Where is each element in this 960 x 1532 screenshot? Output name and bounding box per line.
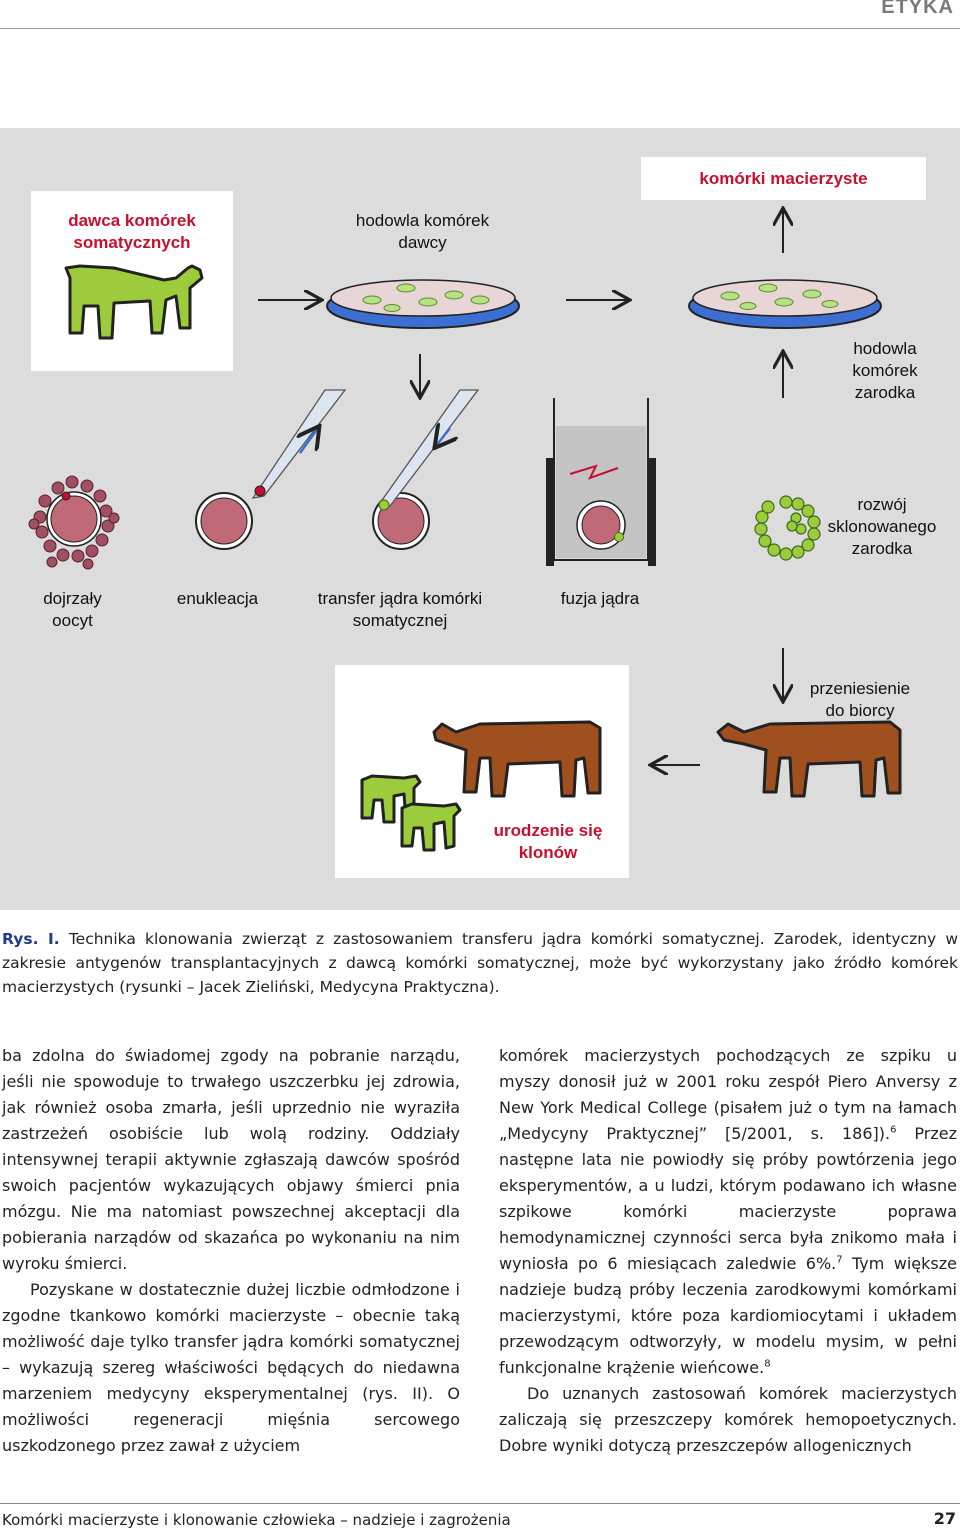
clone-calf-icon	[360, 774, 462, 852]
clones-birth-label: urodzenie się klonów	[493, 821, 603, 862]
embryo-development-label: rozwój sklonowanego zarodka	[827, 495, 937, 558]
cloning-diagram	[28, 128, 902, 852]
petri-dish-icon	[688, 279, 882, 329]
section-tag: ETYKA	[881, 0, 954, 18]
paragraph-text: komórek macierzystych pochodzących ze sz…	[499, 1046, 957, 1143]
footnote-ref[interactable]: 7	[836, 1254, 843, 1266]
paragraph: Do uznanych zastosowań komórek macierzys…	[499, 1384, 957, 1455]
petri-dish-icon	[326, 279, 520, 329]
text-column-right: komórek macierzystych pochodzących ze sz…	[499, 1043, 957, 1459]
enucleation-icon	[195, 389, 347, 550]
culture-donor-label: hodowla komórek dawcy	[355, 211, 490, 252]
donor-cow-icon	[64, 264, 204, 340]
recipient-cow-icon	[716, 720, 902, 798]
figure-caption: Rys. I. Technika klonowania zwierząt z z…	[2, 927, 958, 999]
clones-box	[335, 665, 629, 878]
surrogate-cow-icon	[432, 720, 602, 798]
fusion-chamber-icon	[546, 398, 656, 566]
embryo-icon	[754, 495, 821, 561]
footnote-ref[interactable]: 6	[890, 1124, 897, 1136]
donor-label: dawca komórek somatycznych	[68, 211, 196, 252]
paragraph: Pozyskane w dostatecznie dużej liczbie o…	[2, 1280, 460, 1455]
caption-label: Rys. I.	[2, 930, 60, 948]
paragraph: komórek macierzystych pochodzących ze sz…	[499, 1043, 957, 1381]
recipient-label: przeniesienie do biorcy	[809, 679, 911, 720]
footer-title: Komórki macierzyste i klonowanie człowie…	[2, 1511, 511, 1529]
nuclear-transfer-icon	[372, 389, 480, 550]
figure-panel: dawca komórek somatycznych hodowla komór…	[0, 128, 960, 910]
fusion-label: fuzja jądra	[560, 589, 640, 608]
stem-cells-box	[641, 157, 926, 200]
oocyte-label: dojrzały oocyt	[43, 589, 102, 630]
footer-rule	[0, 1503, 960, 1504]
paragraph-text: Tym większe nadzieje budzą próby leczeni…	[499, 1254, 957, 1377]
paragraph-text: Przez następne lata nie powiodły się pró…	[499, 1124, 957, 1273]
embryo-culture-label: hodowla komórek zarodka	[852, 339, 918, 402]
caption-text: Technika klonowania zwierząt z zastosowa…	[2, 930, 958, 996]
page-number: 27	[933, 1509, 956, 1528]
oocyte-icon	[28, 475, 120, 570]
transfer-label: transfer jądra komórki somatycznej	[317, 589, 483, 630]
text-column-left: ba zdolna do świadomej zgody na pobranie…	[2, 1043, 460, 1459]
enucleation-label: enukleacja	[176, 589, 259, 608]
paragraph: ba zdolna do świadomej zgody na pobranie…	[2, 1046, 460, 1273]
stem-cells-label: komórki macierzyste	[699, 169, 868, 188]
footnote-ref[interactable]: 8	[764, 1358, 771, 1370]
header-rule	[0, 28, 960, 29]
